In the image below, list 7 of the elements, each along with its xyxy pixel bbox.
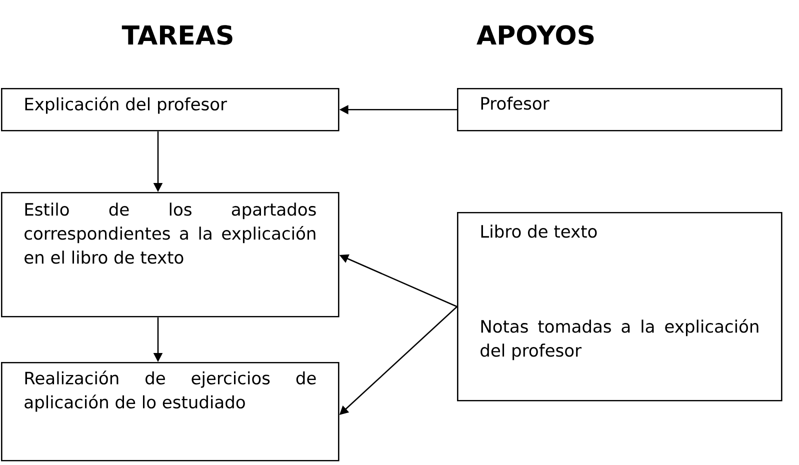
process-box: Profesor (457, 88, 782, 132)
process-box: Explicación del profesor (1, 88, 340, 132)
column-heading: TAREAS (122, 25, 232, 45)
process-box: Estilo de los apartados correspondientes a la explicación en el libro de texto (1, 192, 340, 318)
process-box: Realización de ejercicios de aplicación de lo estudiado (1, 362, 340, 462)
process-box: Libro de texto Notas tomadas a la explicación del profesor (457, 212, 782, 402)
column-heading: APOYOS (476, 25, 594, 45)
